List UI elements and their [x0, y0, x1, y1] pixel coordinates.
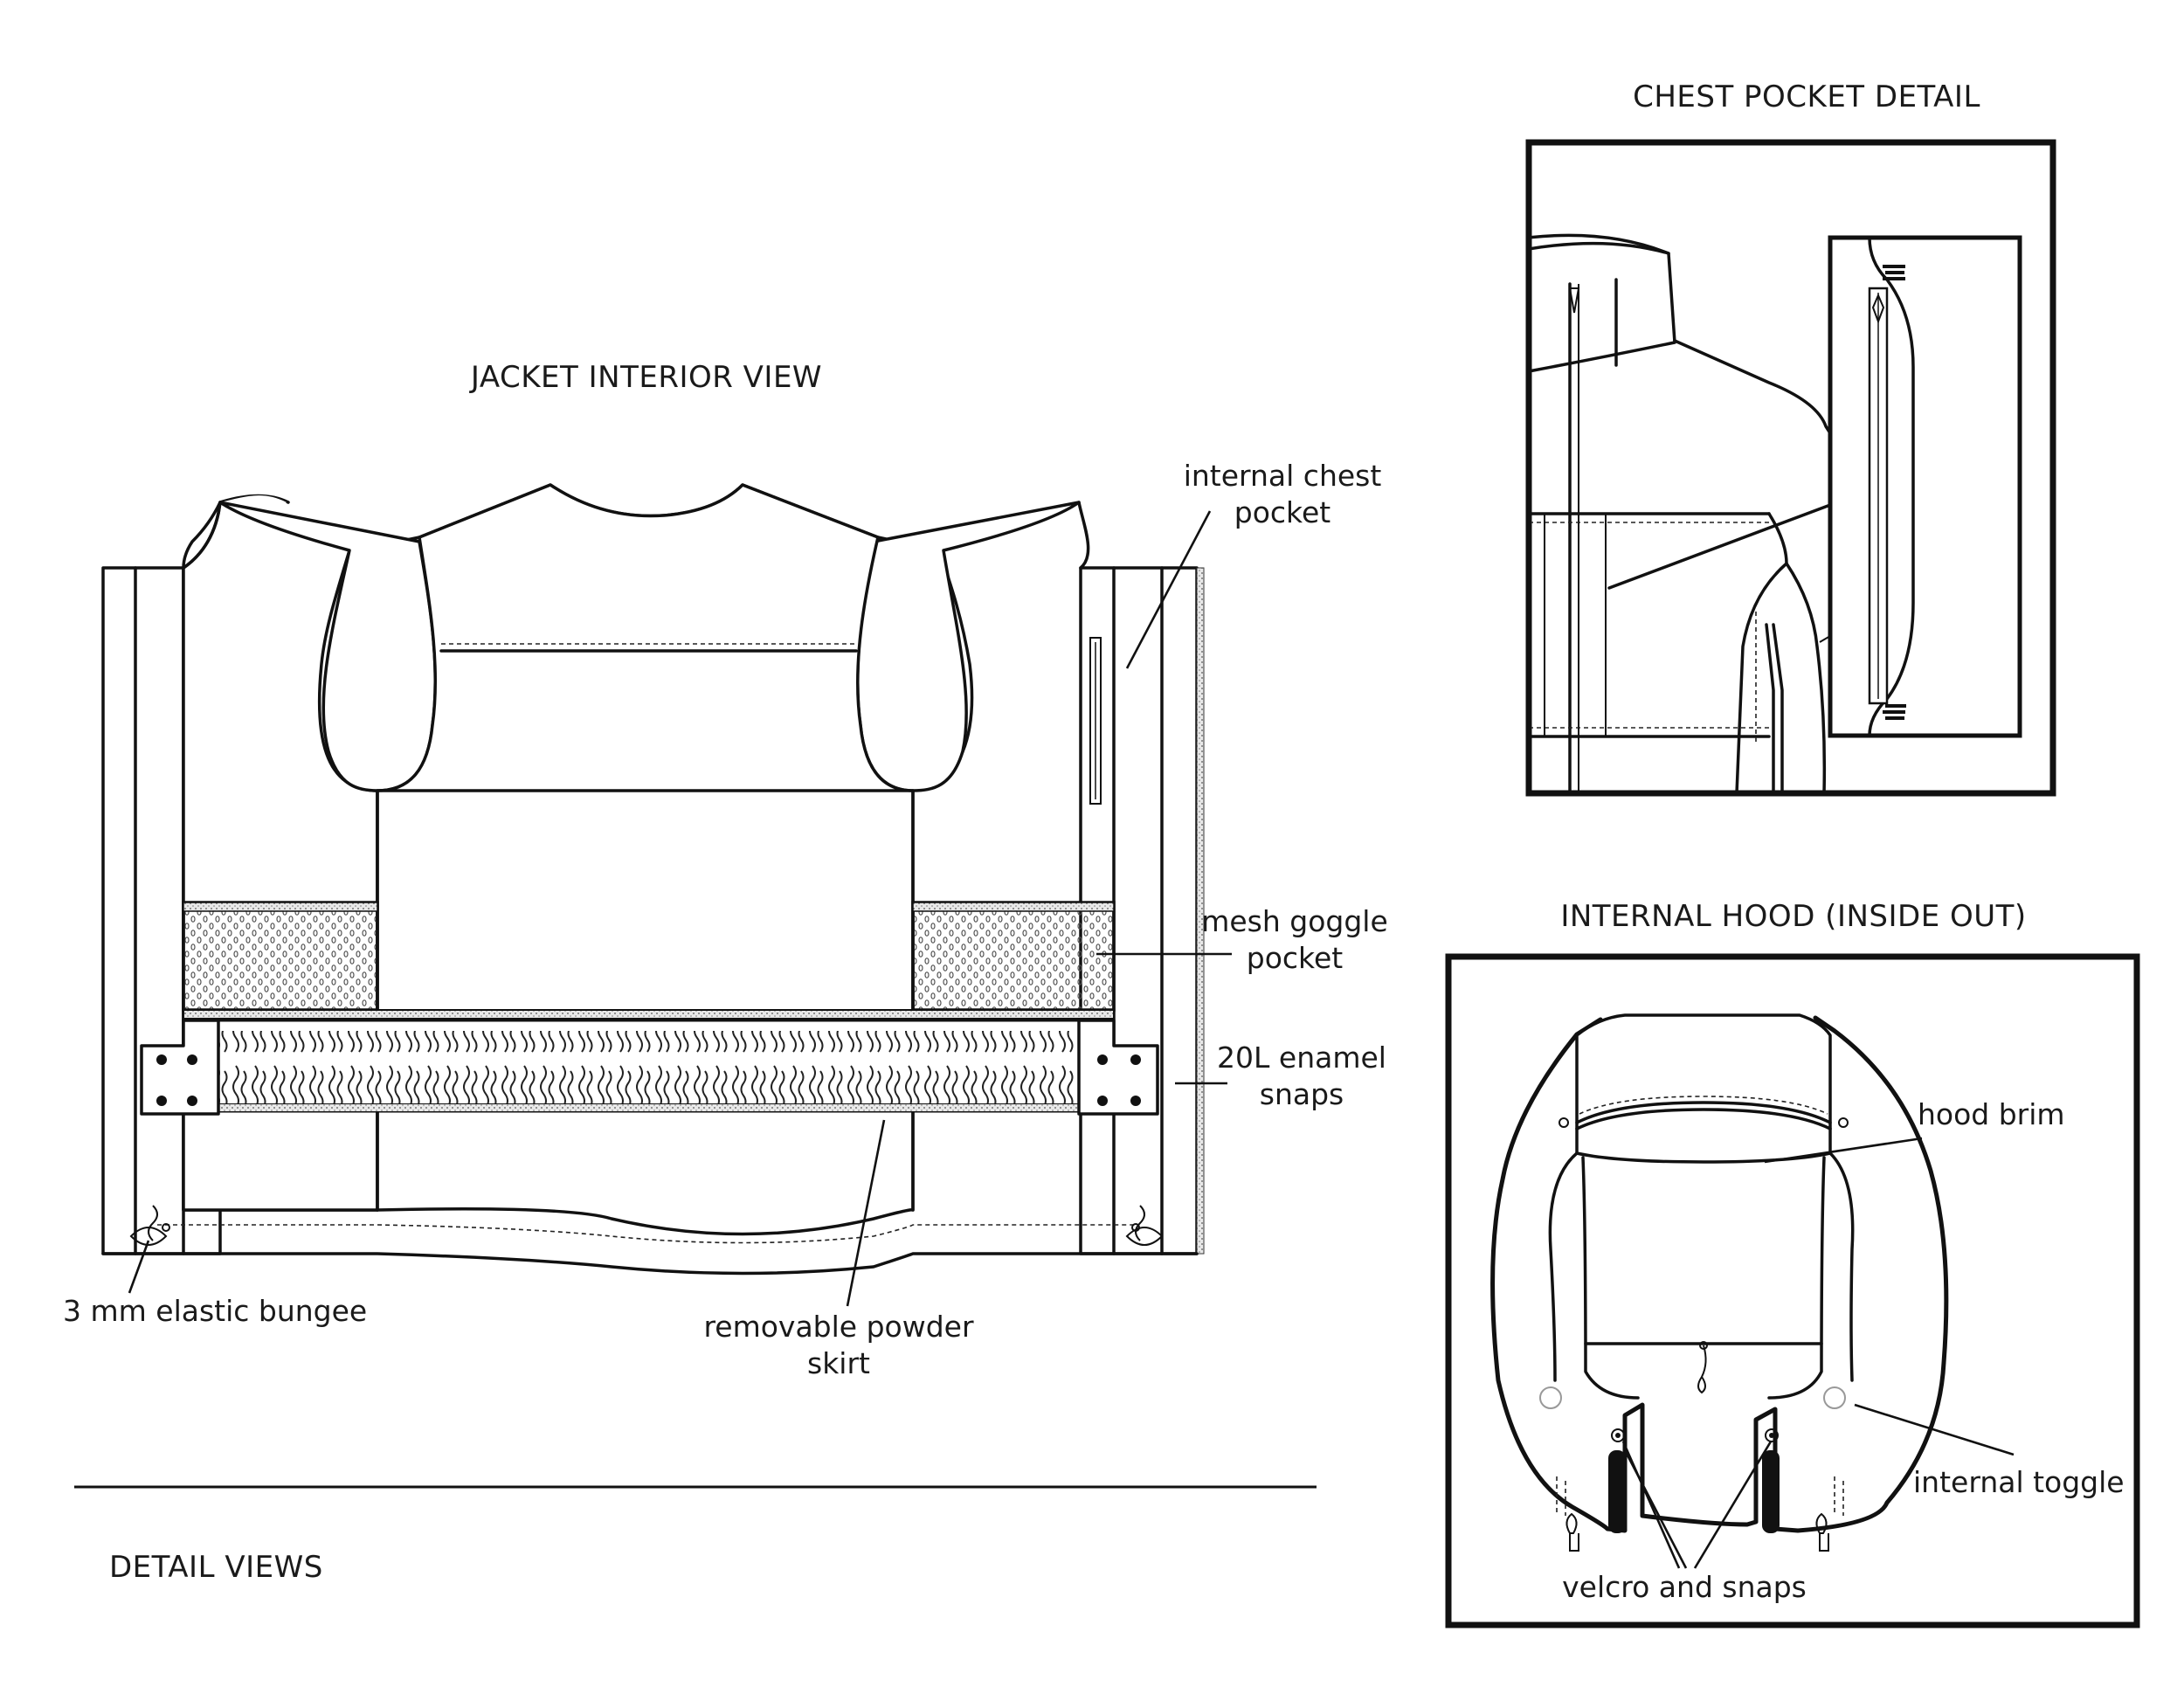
jacket-interior-title: JACKET INTERIOR VIEW — [469, 360, 822, 395]
callout-powder-skirt: removable powder skirt — [703, 1119, 974, 1380]
callout-snaps-line2: snaps — [1260, 1077, 1344, 1111]
callout-elastic-bungee: 3 mm elastic bungee — [63, 1240, 367, 1328]
internal-hood-drawing-icon — [1445, 953, 2140, 1628]
callout-mesh-line2: pocket — [1247, 941, 1344, 975]
chest-pocket-detail-drawing-icon — [1525, 139, 2056, 797]
callout-velcro-and-snaps: velcro and snaps — [1562, 1441, 1807, 1604]
callout-internal-chest-pocket: internal chest pocket — [1125, 459, 1382, 669]
chest-pocket-title: CHEST POCKET DETAIL — [1633, 80, 1980, 114]
callout-mesh-line1: mesh goggle — [1201, 904, 1388, 938]
callout-velcro-text: velcro and snaps — [1562, 1570, 1807, 1604]
detail-views-title: DETAIL VIEWS — [109, 1550, 323, 1585]
callout-snaps-line1: 20L enamel — [1217, 1041, 1386, 1075]
callout-mesh-goggle-pocket: mesh goggle pocket — [1096, 904, 1388, 975]
callout-hood-brim: hood brim — [1764, 1097, 2065, 1164]
callout-internal-toggle: internal toggle — [1854, 1403, 2125, 1499]
callout-brim-text: hood brim — [1918, 1097, 2065, 1131]
callout-bungee-text: 3 mm elastic bungee — [63, 1294, 367, 1328]
callout-skirt-line2: skirt — [807, 1346, 870, 1380]
callout-chest-line2: pocket — [1234, 495, 1331, 529]
jacket-interior-drawing-icon — [101, 483, 1205, 1276]
callout-enamel-snaps: 20L enamel snaps — [1175, 1041, 1386, 1111]
internal-hood-title: INTERNAL HOOD (INSIDE OUT) — [1560, 899, 2026, 934]
callout-skirt-line1: removable powder — [703, 1310, 974, 1344]
callout-chest-line1: internal chest — [1184, 459, 1382, 493]
callout-toggle-text: internal toggle — [1913, 1465, 2125, 1499]
